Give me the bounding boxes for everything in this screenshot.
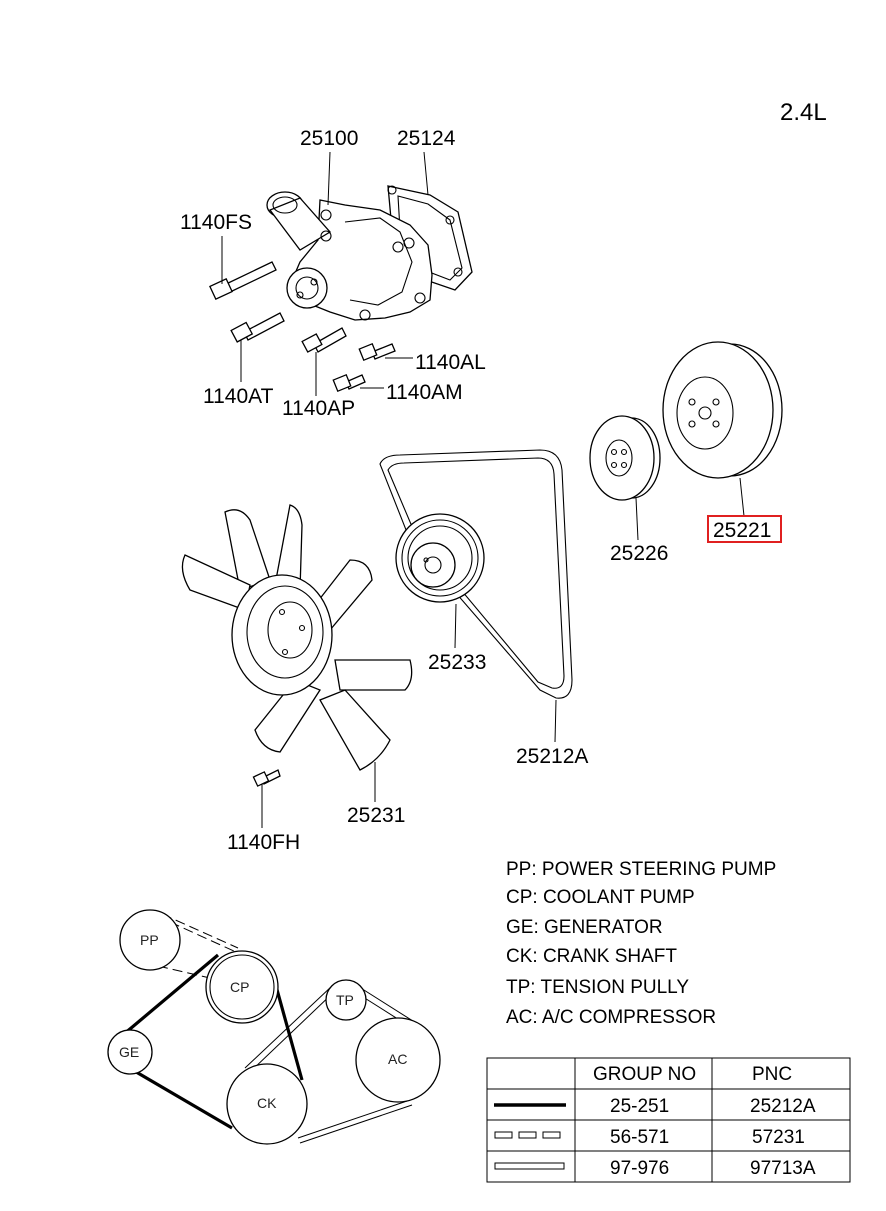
callout-25226: 25226 bbox=[610, 542, 668, 565]
bolt-1140AP bbox=[301, 327, 347, 353]
engine-label: 2.4L bbox=[780, 99, 827, 126]
table-header-pnc: PNC bbox=[752, 1064, 792, 1085]
bolt-1140AM bbox=[332, 373, 366, 393]
callout-25233: 25233 bbox=[428, 651, 486, 674]
highlight-box-25221[interactable] bbox=[707, 515, 782, 543]
table-header-group-no: GROUP NO bbox=[593, 1064, 696, 1085]
table-cell: 57231 bbox=[752, 1127, 805, 1148]
callout-25100: 25100 bbox=[300, 127, 358, 150]
belt-table: GROUP NO PNC 25-251 25212A 56-571 57231 … bbox=[486, 1057, 851, 1183]
pulley-25226 bbox=[589, 415, 661, 501]
bolt-1140AT bbox=[230, 312, 285, 343]
pulley-label-tp: TP bbox=[336, 992, 354, 1008]
callout-1140FH: 1140FH bbox=[227, 831, 300, 854]
pulley-label-ck: CK bbox=[257, 1095, 277, 1111]
table-cell: 97-976 bbox=[610, 1158, 669, 1179]
bolt-1140AL bbox=[358, 342, 396, 362]
pulley-25221 bbox=[662, 341, 783, 479]
legend: PP: POWER STEERING PUMP CP: COOLANT PUMP… bbox=[506, 859, 776, 1028]
fan-clutch-25233 bbox=[395, 513, 485, 603]
legend-pp: PP: POWER STEERING PUMP bbox=[506, 859, 776, 880]
table-cell: 25-251 bbox=[610, 1096, 669, 1117]
drive-belt-25212A bbox=[379, 449, 573, 699]
table-cell: 56-571 bbox=[610, 1127, 669, 1148]
legend-tp: TP: TENSION PULLY bbox=[506, 977, 689, 998]
pulley-label-ac: AC bbox=[388, 1051, 407, 1067]
bolt-1140FH bbox=[252, 769, 281, 787]
pulley-label-pp: PP bbox=[140, 932, 159, 948]
table-cell: 25212A bbox=[750, 1096, 816, 1117]
water-pump-assembly bbox=[266, 185, 473, 321]
callout-25221[interactable]: 25221 bbox=[713, 519, 771, 542]
belt-routing-schematic: PP CP GE CK TP AC bbox=[107, 909, 441, 1145]
callout-1140AL: 1140AL bbox=[415, 351, 486, 374]
bolt-1140FS bbox=[209, 261, 277, 301]
table-cell: 97713A bbox=[750, 1158, 816, 1179]
legend-ac: AC: A/C COMPRESSOR bbox=[506, 1007, 716, 1028]
callout-1140AP: 1140AP bbox=[282, 397, 355, 420]
pulley-label-cp: CP bbox=[230, 979, 249, 995]
callout-1140AM: 1140AM bbox=[386, 381, 463, 404]
callout-25231: 25231 bbox=[347, 804, 405, 827]
legend-ck: CK: CRANK SHAFT bbox=[506, 946, 677, 967]
pulley-label-ge: GE bbox=[119, 1044, 139, 1060]
callout-25212A: 25212A bbox=[516, 745, 588, 768]
callout-1140AT: 1140AT bbox=[203, 385, 274, 408]
callout-25124: 25124 bbox=[397, 127, 456, 150]
line-style-double-line bbox=[494, 1162, 565, 1170]
line-style-dashed-double bbox=[494, 1131, 561, 1139]
legend-cp: CP: COOLANT PUMP bbox=[506, 887, 695, 908]
legend-ge: GE: GENERATOR bbox=[506, 917, 663, 938]
callout-1140FS: 1140FS bbox=[180, 211, 252, 234]
cooling-fan-25231 bbox=[181, 504, 413, 771]
